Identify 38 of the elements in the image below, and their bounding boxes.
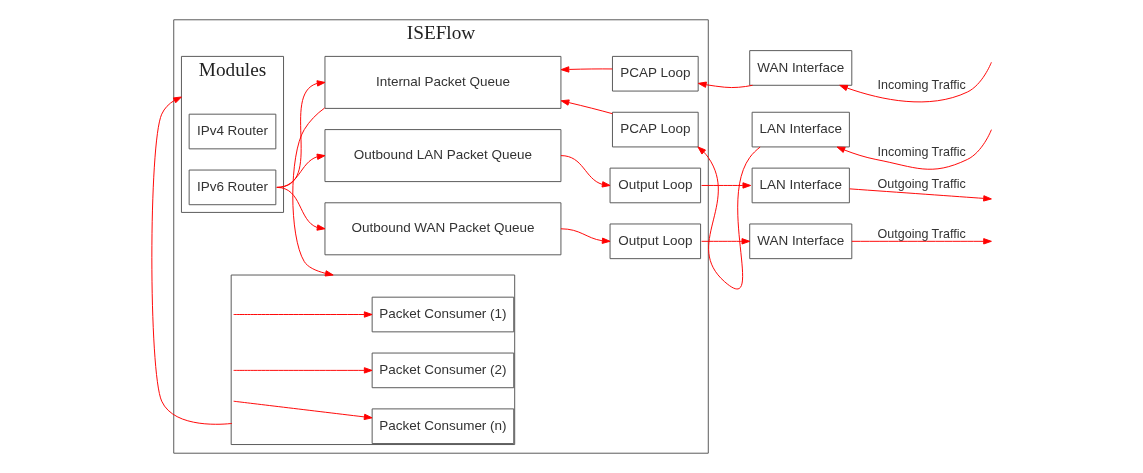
node-box: IPv4 Router	[188, 113, 276, 150]
arrow	[275, 186, 325, 231]
arrow	[559, 228, 611, 244]
arrow	[850, 238, 992, 245]
arrow	[560, 66, 613, 73]
arrow	[291, 107, 334, 277]
edge-label: Outgoing Traffic	[877, 226, 966, 241]
node-box: WAN Interface	[748, 50, 852, 86]
arrow	[848, 188, 992, 202]
arrow	[700, 238, 750, 245]
edge-label: Incoming Traffic	[877, 144, 966, 159]
arrow	[836, 129, 992, 170]
arrow	[150, 96, 232, 425]
arrow	[560, 99, 613, 115]
node-box: Outbound WAN Packet Queue	[323, 202, 561, 256]
arrow	[700, 182, 751, 189]
arrow	[559, 155, 611, 188]
node-box: Output Loop	[609, 223, 701, 260]
node-box: Output Loop	[609, 167, 701, 204]
node-box: PCAP Loop	[611, 111, 699, 148]
arrow	[697, 81, 753, 89]
arrow	[232, 400, 373, 421]
node-box: Packet Consumer (2)	[371, 352, 514, 389]
node-box: Packet Consumer (n)	[371, 408, 514, 445]
arrow	[232, 367, 373, 374]
edge-label: Outgoing Traffic	[877, 176, 966, 191]
node-box: Outbound LAN Packet Queue	[323, 129, 561, 183]
arrow	[838, 61, 992, 103]
arrow	[697, 146, 761, 290]
node-box: PCAP Loop	[611, 55, 699, 92]
node-box: WAN Interface	[748, 223, 852, 260]
node-box: LAN Interface	[751, 111, 850, 148]
node-box: LAN Interface	[751, 167, 850, 204]
node-box: Internal Packet Queue	[323, 55, 561, 109]
node-box: IPv6 Router	[188, 169, 276, 206]
edge-label: Incoming Traffic	[877, 77, 966, 92]
node-box: Packet Consumer (1)	[371, 296, 514, 333]
arrow	[232, 311, 373, 318]
